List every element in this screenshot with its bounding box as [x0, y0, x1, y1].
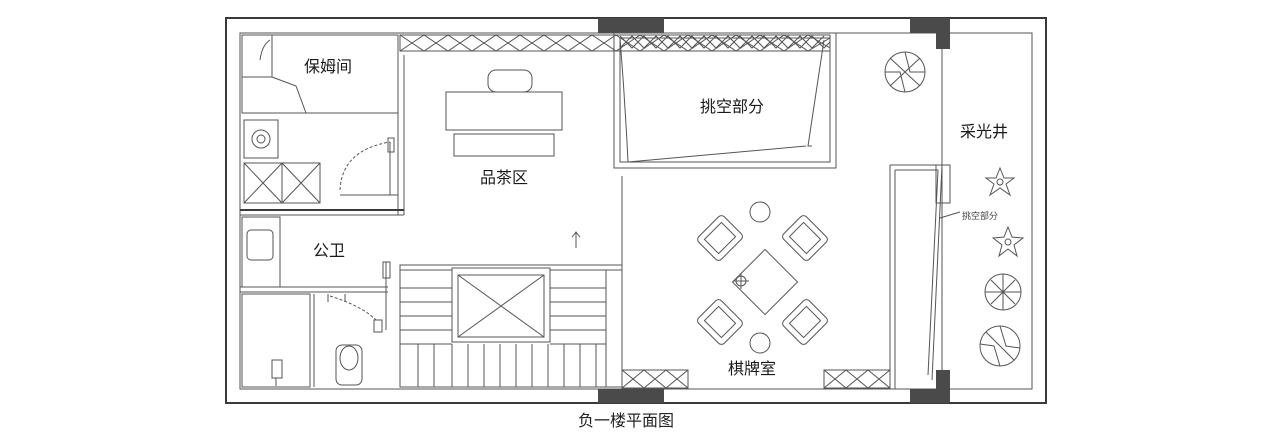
column: [936, 370, 950, 389]
label-void-area: 挑空部分: [700, 97, 764, 116]
public-toilet: [240, 216, 391, 333]
column: [910, 389, 950, 403]
label-void-note: 挑空部分: [962, 210, 998, 222]
staircase: [399, 176, 623, 388]
column: [936, 33, 950, 49]
chess-room-walls: [889, 164, 951, 389]
label-lightwell: 采光井: [960, 122, 1008, 141]
bathroom: [241, 293, 377, 388]
lightwell-plants: [939, 166, 1025, 367]
plant: [884, 51, 926, 93]
plan-caption: 负一楼平面图: [578, 411, 674, 430]
bottom-window: [621, 369, 891, 389]
column: [598, 18, 664, 33]
tea-table: [445, 69, 563, 157]
label-nanny-room: 保姆间: [304, 57, 352, 76]
label-tea-area: 品茶区: [480, 168, 528, 187]
lightwell-frame: [941, 32, 1033, 390]
label-public-toilet: 公卫: [313, 241, 345, 260]
void-area: [613, 32, 837, 169]
nanny-room: [241, 34, 405, 215]
label-chess-room: 棋牌室: [728, 359, 776, 378]
chess-table: [697, 201, 828, 354]
column: [910, 18, 950, 33]
column: [598, 389, 664, 403]
